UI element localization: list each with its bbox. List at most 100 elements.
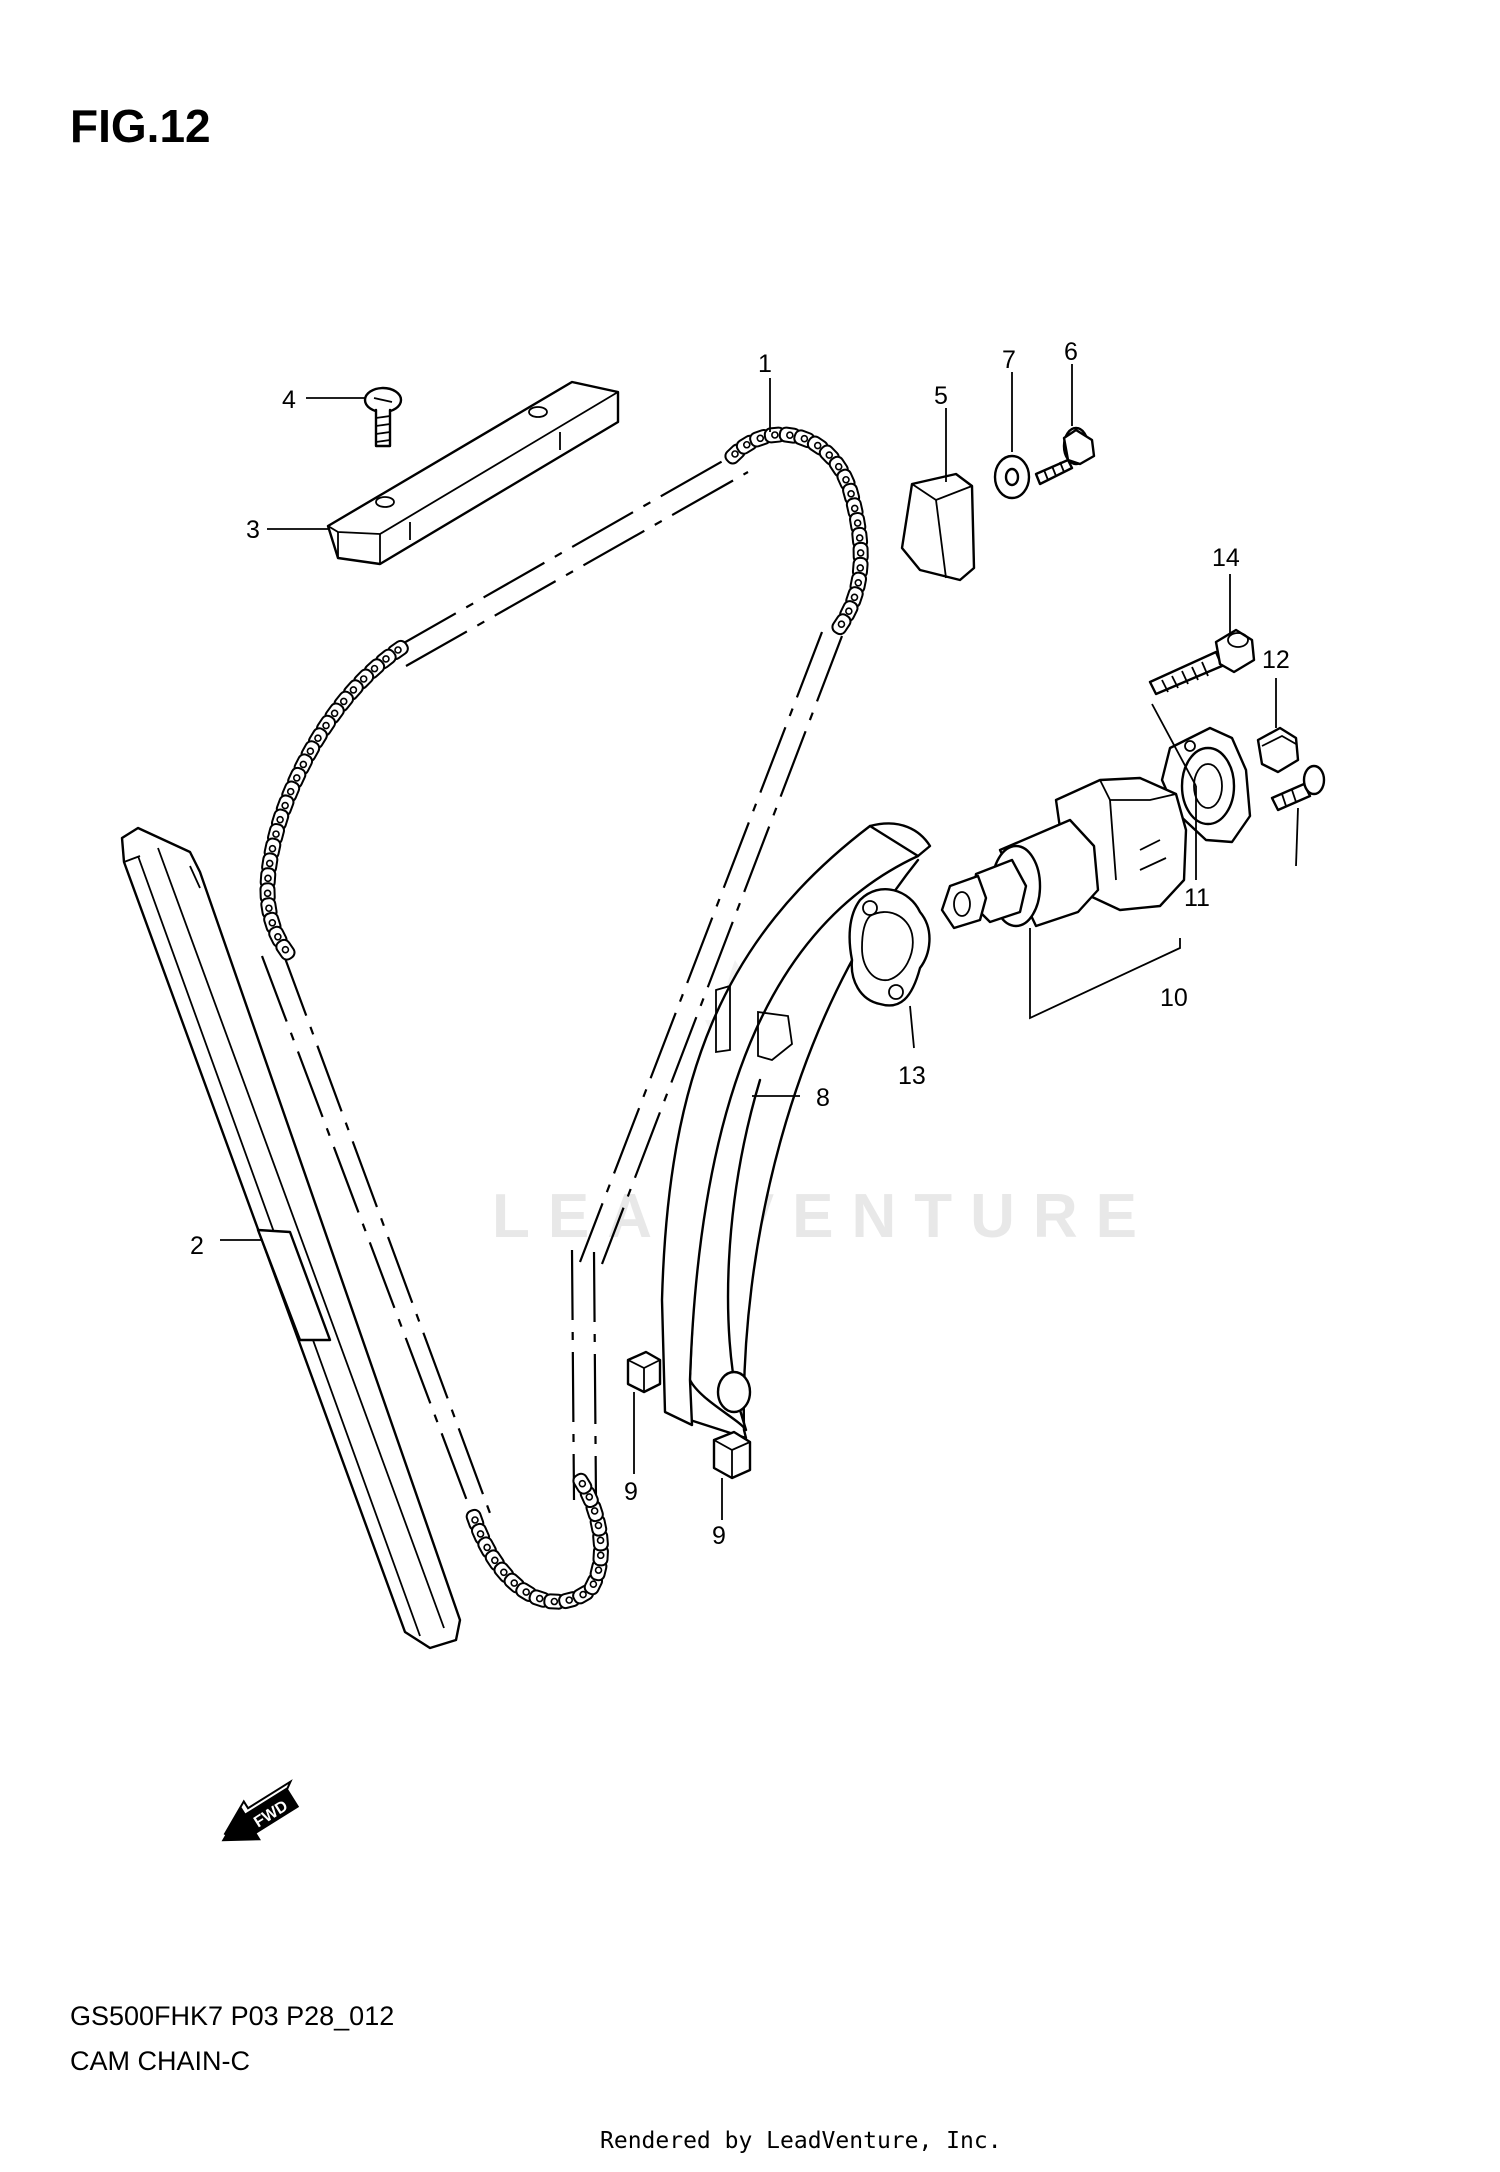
washer-7[interactable] (993, 454, 1031, 500)
chain-pin (578, 1479, 587, 1488)
callout-13: 13 (898, 1062, 926, 1090)
chain-pin (394, 646, 402, 654)
chain-pin (370, 664, 379, 673)
callout-12: 12 (1262, 646, 1290, 674)
model-code: GS500FHK7 P03 P28_012 (70, 2001, 394, 2031)
chain-pin (590, 1507, 599, 1515)
chain-pin (594, 1566, 603, 1574)
callout-numbers: 1 2 3 4 5 6 7 8 9 9 10 11 12 13 14 (190, 338, 1290, 1550)
chain-guide-upper[interactable] (326, 380, 620, 566)
tensioner-adjuster[interactable] (940, 776, 1188, 930)
chain-pin (842, 475, 850, 484)
chain-pin (800, 434, 809, 443)
chain-pin (491, 1556, 499, 1565)
chain-pin (314, 734, 322, 743)
chain-pin (850, 504, 859, 513)
chain-pin (589, 1580, 598, 1588)
chain-pin (813, 441, 822, 450)
cam-chain[interactable] (259, 426, 869, 1610)
callout-4: 4 (282, 386, 296, 414)
chain-pin (281, 945, 290, 954)
callout-7: 7 (1002, 346, 1016, 374)
callout-1: 1 (758, 350, 772, 378)
chain-pin (292, 774, 301, 782)
chain-pin (596, 1551, 605, 1560)
rendered-by: Rendered by LeadVenture, Inc. (600, 2128, 1002, 2154)
chain-pin (756, 434, 765, 443)
chain-pin (274, 932, 282, 941)
assembly-name: CAM CHAIN-C (70, 2046, 250, 2076)
bolt-6[interactable] (1034, 426, 1096, 486)
guide-nut-9b[interactable] (712, 1430, 752, 1480)
chain-pin (264, 874, 272, 883)
chain-pin (585, 1493, 594, 1501)
chain-tensioner-guide[interactable] (660, 822, 932, 1440)
chain-pin (483, 1543, 491, 1552)
callout-3: 3 (246, 516, 260, 544)
callout-9a: 9 (624, 1478, 638, 1506)
chain-pin (856, 549, 865, 557)
callout-8: 8 (816, 1084, 830, 1112)
guide-nut-9a[interactable] (626, 1350, 662, 1394)
callout-10: 10 (1160, 984, 1188, 1012)
chain-pin (299, 760, 308, 769)
chain-pin (855, 534, 864, 542)
chain-pin (349, 686, 358, 694)
chain-pin (322, 721, 330, 730)
chain-pin (854, 578, 863, 587)
chain-pin (579, 1590, 587, 1599)
chain-pin (853, 519, 862, 527)
screw-tensioner[interactable] (1270, 764, 1326, 812)
callout-14: 14 (1212, 544, 1240, 572)
chain-pin (742, 440, 751, 449)
screw-4[interactable] (363, 386, 403, 448)
leader-lines (220, 364, 1299, 1520)
chain-pin (263, 889, 272, 898)
chain-pin (276, 815, 284, 824)
chain-pin (471, 1516, 479, 1524)
chain-pin (339, 697, 348, 706)
gasket-11[interactable] (1160, 726, 1252, 844)
callout-2: 2 (190, 1232, 204, 1260)
chain-pin (837, 620, 846, 629)
callout-6: 6 (1064, 338, 1078, 366)
callout-11: 11 (1184, 884, 1210, 912)
watermark-text: LEADVENTURE (492, 1182, 1155, 1251)
chain-guide-front[interactable] (120, 826, 462, 1650)
chain-pin (834, 462, 843, 471)
chain-pin (731, 450, 739, 458)
chain-pin (856, 564, 865, 572)
chain-pin (845, 607, 853, 615)
chain-pin (286, 787, 295, 796)
chain-pin (565, 1596, 574, 1604)
plug-12[interactable] (1256, 726, 1300, 774)
cushion-5[interactable] (900, 472, 976, 582)
chain-pin (268, 844, 277, 853)
chain-pin (786, 431, 794, 439)
chain-pin (265, 904, 273, 913)
chain-pin (596, 1536, 605, 1545)
chain-pin (771, 431, 779, 439)
chain-pin (359, 675, 368, 683)
callout-9b: 9 (712, 1522, 726, 1550)
chain-pin (825, 451, 834, 459)
chain-pin (510, 1579, 519, 1587)
chain-pin (268, 919, 277, 927)
chain-pin (522, 1588, 530, 1596)
chain-pin (330, 709, 339, 718)
chain-pin (550, 1597, 559, 1606)
chain-pin (265, 859, 274, 868)
callout-5: 5 (934, 382, 948, 410)
chain-pin (847, 490, 855, 498)
gasket-13[interactable] (848, 888, 931, 1007)
fwd-direction-arrow: FWD (221, 1779, 300, 1842)
chain-pin (272, 830, 280, 838)
bolt-14[interactable] (1148, 628, 1256, 696)
chain-pin (476, 1530, 485, 1538)
chain-pin (850, 593, 859, 602)
chain-pin (281, 801, 289, 810)
chain-pin (594, 1521, 603, 1530)
chain-pin (382, 655, 390, 663)
chain-links (259, 426, 869, 1610)
